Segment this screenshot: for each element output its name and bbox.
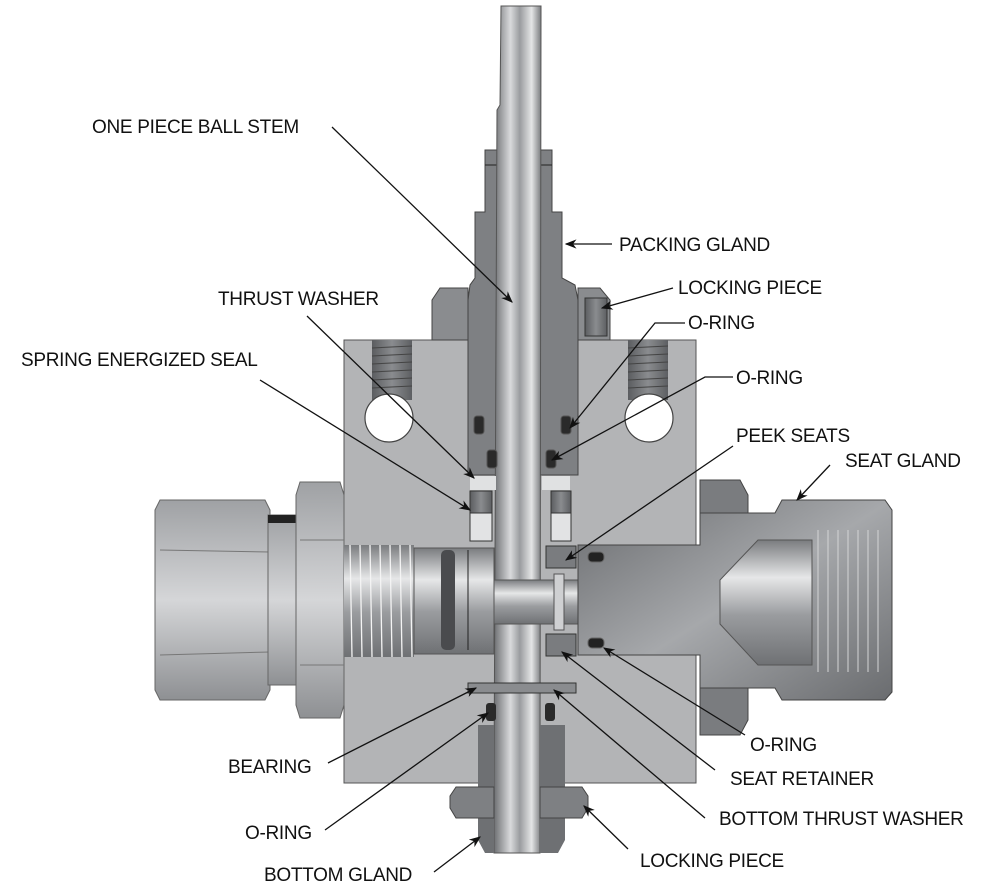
label-o-ring-2: O-RING: [736, 368, 803, 389]
peek-seat-lower: [545, 633, 577, 657]
seat-gland: [577, 479, 893, 736]
label-packing-gland: PACKING GLAND: [619, 235, 770, 256]
label-bottom-gland: BOTTOM GLAND: [264, 865, 412, 886]
label-locking-piece-top: LOCKING PIECE: [678, 278, 822, 299]
spring-energized-seal: [469, 490, 572, 542]
label-locking-piece-bottom: LOCKING PIECE: [640, 851, 784, 872]
label-peek-seats: PEEK SEATS: [736, 426, 850, 447]
label-spring-energized-seal: SPRING ENERGIZED SEAL: [21, 350, 258, 371]
label-seat-retainer: SEAT RETAINER: [730, 769, 874, 790]
ball-stem: [493, 5, 542, 854]
label-o-ring-4: O-RING: [245, 823, 312, 844]
port-right: [624, 340, 674, 443]
label-one-piece-ball-stem: ONE PIECE BALL STEM: [92, 117, 299, 138]
leader-lines: [259, 126, 831, 873]
locking-piece-bottom: [449, 786, 589, 819]
left-fitting: [154, 481, 495, 719]
label-o-ring-3: O-RING: [750, 735, 817, 756]
label-o-ring-1: O-RING: [688, 313, 755, 334]
label-bottom-thrust-washer: BOTTOM THRUST WASHER: [719, 809, 964, 830]
label-bearing: BEARING: [228, 757, 311, 778]
label-thrust-washer: THRUST WASHER: [218, 289, 379, 310]
port-left: [364, 340, 414, 443]
thrust-washer: [470, 476, 496, 490]
label-seat-gland: SEAT GLAND: [845, 451, 961, 472]
bearing: [467, 682, 577, 694]
